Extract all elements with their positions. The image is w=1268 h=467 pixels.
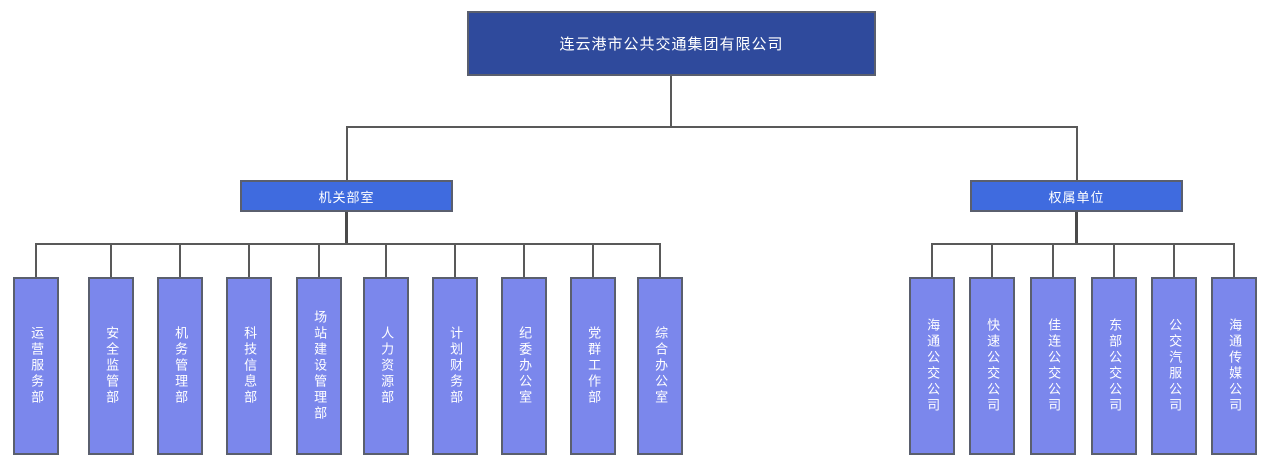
org-node-leaf-label: 场站建设管理部 — [312, 310, 328, 422]
connector-left-leaf-drop-4 — [248, 243, 250, 277]
org-node-branch-agency-departments-label: 机关部室 — [318, 189, 375, 205]
org-node-leaf-label: 公交汽服公司 — [1167, 318, 1183, 414]
connector-right-branch-stem — [1075, 212, 1078, 244]
connector-left-leaf-drop-3 — [179, 243, 181, 277]
org-node-branch-subsidiary-units[interactable]: 权属单位 — [970, 180, 1183, 212]
connector-branch-right-drop — [1076, 126, 1078, 181]
connector-left-leaf-drop-7 — [454, 243, 456, 277]
connector-left-leaf-drop-5 — [318, 243, 320, 277]
org-node-leaf-haitong-bus-company[interactable]: 海通公交公司 — [909, 277, 955, 455]
org-node-leaf-label: 快速公交公司 — [985, 318, 1001, 414]
connector-branch-left-drop — [346, 126, 348, 181]
org-node-leaf-jialian-bus-company[interactable]: 佳连公交公司 — [1030, 277, 1076, 455]
connector-left-leaf-bus — [35, 243, 660, 245]
org-node-leaf-party-mass-work[interactable]: 党群工作部 — [570, 277, 616, 455]
org-node-leaf-technology-information[interactable]: 科技信息部 — [226, 277, 272, 455]
org-node-leaf-label: 安全监管部 — [104, 326, 120, 406]
org-node-leaf-human-resources[interactable]: 人力资源部 — [363, 277, 409, 455]
connector-root-stem — [670, 76, 672, 127]
connector-right-leaf-bus — [931, 243, 1235, 245]
connector-left-leaf-drop-2 — [110, 243, 112, 277]
org-node-leaf-eastern-bus-company[interactable]: 东部公交公司 — [1091, 277, 1137, 455]
connector-left-leaf-drop-6 — [385, 243, 387, 277]
org-node-leaf-label: 综合办公室 — [653, 326, 669, 406]
org-node-leaf-label: 东部公交公司 — [1107, 318, 1123, 414]
connector-root-bus — [346, 126, 1078, 128]
connector-left-leaf-drop-9 — [592, 243, 594, 277]
org-node-leaf-safety-supervision[interactable]: 安全监管部 — [88, 277, 134, 455]
connector-left-leaf-drop-8 — [523, 243, 525, 277]
connector-left-branch-stem — [345, 212, 348, 244]
org-node-leaf-bus-auto-service-company[interactable]: 公交汽服公司 — [1151, 277, 1197, 455]
org-node-leaf-label: 科技信息部 — [242, 326, 258, 406]
org-node-leaf-label: 党群工作部 — [586, 326, 602, 406]
org-node-root-label: 连云港市公共交通集团有限公司 — [559, 36, 784, 53]
connector-right-leaf-drop-3 — [1052, 243, 1054, 277]
org-node-leaf-label: 计划财务部 — [448, 326, 464, 406]
org-node-leaf-label: 佳连公交公司 — [1046, 318, 1062, 414]
org-node-leaf-label: 运营服务部 — [29, 326, 45, 406]
connector-right-leaf-drop-5 — [1173, 243, 1175, 277]
org-node-leaf-station-construction-management[interactable]: 场站建设管理部 — [296, 277, 342, 455]
connector-right-leaf-drop-6 — [1233, 243, 1235, 277]
org-node-root[interactable]: 连云港市公共交通集团有限公司 — [467, 11, 876, 76]
org-node-leaf-label: 海通公交公司 — [925, 318, 941, 414]
org-node-leaf-haitong-media-company[interactable]: 海通传媒公司 — [1211, 277, 1257, 455]
org-node-leaf-label: 机务管理部 — [173, 326, 189, 406]
org-node-leaf-label: 海通传媒公司 — [1227, 318, 1243, 414]
connector-right-leaf-drop-2 — [991, 243, 993, 277]
org-node-leaf-planning-finance[interactable]: 计划财务部 — [432, 277, 478, 455]
connector-left-leaf-drop-1 — [35, 243, 37, 277]
org-node-leaf-rapid-bus-company[interactable]: 快速公交公司 — [969, 277, 1015, 455]
org-node-leaf-machinery-management[interactable]: 机务管理部 — [157, 277, 203, 455]
connector-left-leaf-drop-10 — [659, 243, 661, 277]
org-node-branch-agency-departments[interactable]: 机关部室 — [240, 180, 453, 212]
org-node-leaf-discipline-inspection-office[interactable]: 纪委办公室 — [501, 277, 547, 455]
org-node-leaf-label: 纪委办公室 — [517, 326, 533, 406]
org-node-branch-subsidiary-units-label: 权属单位 — [1048, 189, 1105, 205]
connector-right-leaf-drop-1 — [931, 243, 933, 277]
org-node-leaf-general-office[interactable]: 综合办公室 — [637, 277, 683, 455]
org-node-leaf-operations-service[interactable]: 运营服务部 — [13, 277, 59, 455]
connector-right-leaf-drop-4 — [1113, 243, 1115, 277]
org-node-leaf-label: 人力资源部 — [379, 326, 395, 406]
